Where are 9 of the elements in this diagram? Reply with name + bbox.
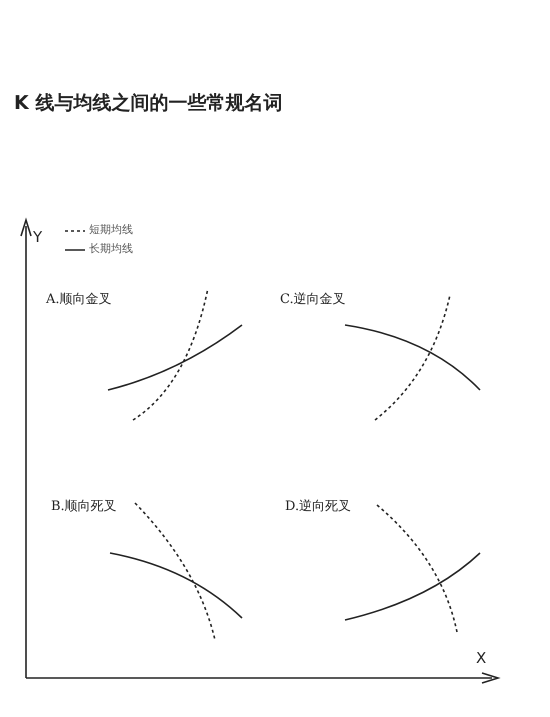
title: K 线与均线之间的一些常规名词 [14,91,282,116]
axis-label: X [476,649,486,667]
panel-label: D.逆向死叉 [285,498,352,515]
panel-label: B.顺向死叉 [51,498,117,515]
panel-label: C.逆向金叉 [280,291,346,308]
panel-label: A.顺向金叉 [46,291,112,308]
axis-label: Y [33,228,42,246]
legend-label: 短期均线 [89,222,133,237]
legend-label: 长期均线 [89,241,133,256]
